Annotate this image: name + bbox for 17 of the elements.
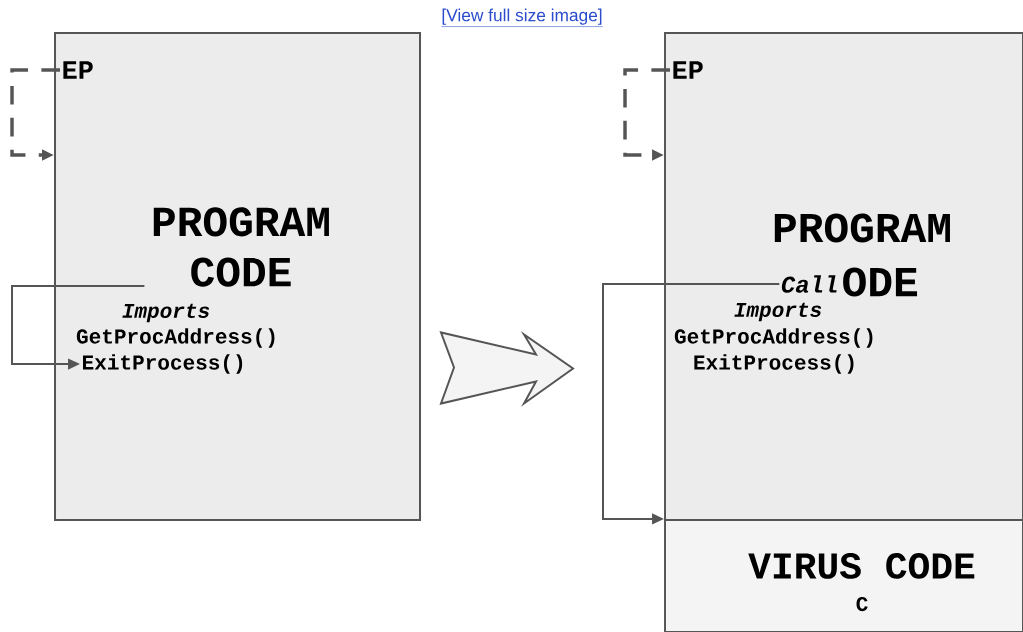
box-heading: VIRUS CODE <box>748 553 975 579</box>
code-text: Imports <box>122 303 210 323</box>
call-label: Call <box>781 275 837 293</box>
entry-point-label: EP <box>63 61 93 79</box>
code-text: Imports <box>734 302 822 322</box>
code-text: ExitProcess() <box>694 354 854 374</box>
block-arrow <box>439 331 575 407</box>
box-heading: PROGRAM <box>774 213 950 243</box>
box-heading: ODE <box>843 267 918 297</box>
view-link: [View full size image] <box>441 8 603 27</box>
arrow <box>11 285 146 370</box>
box-heading: PROGRAM CODE <box>153 207 329 287</box>
code-text: GetProcAddress() <box>76 328 275 348</box>
entry-point-label: EP <box>673 61 703 79</box>
code-text: GetProcAddress() <box>674 328 873 348</box>
code-text: C <box>856 596 868 612</box>
code-text: ExitProcess() <box>83 354 243 374</box>
